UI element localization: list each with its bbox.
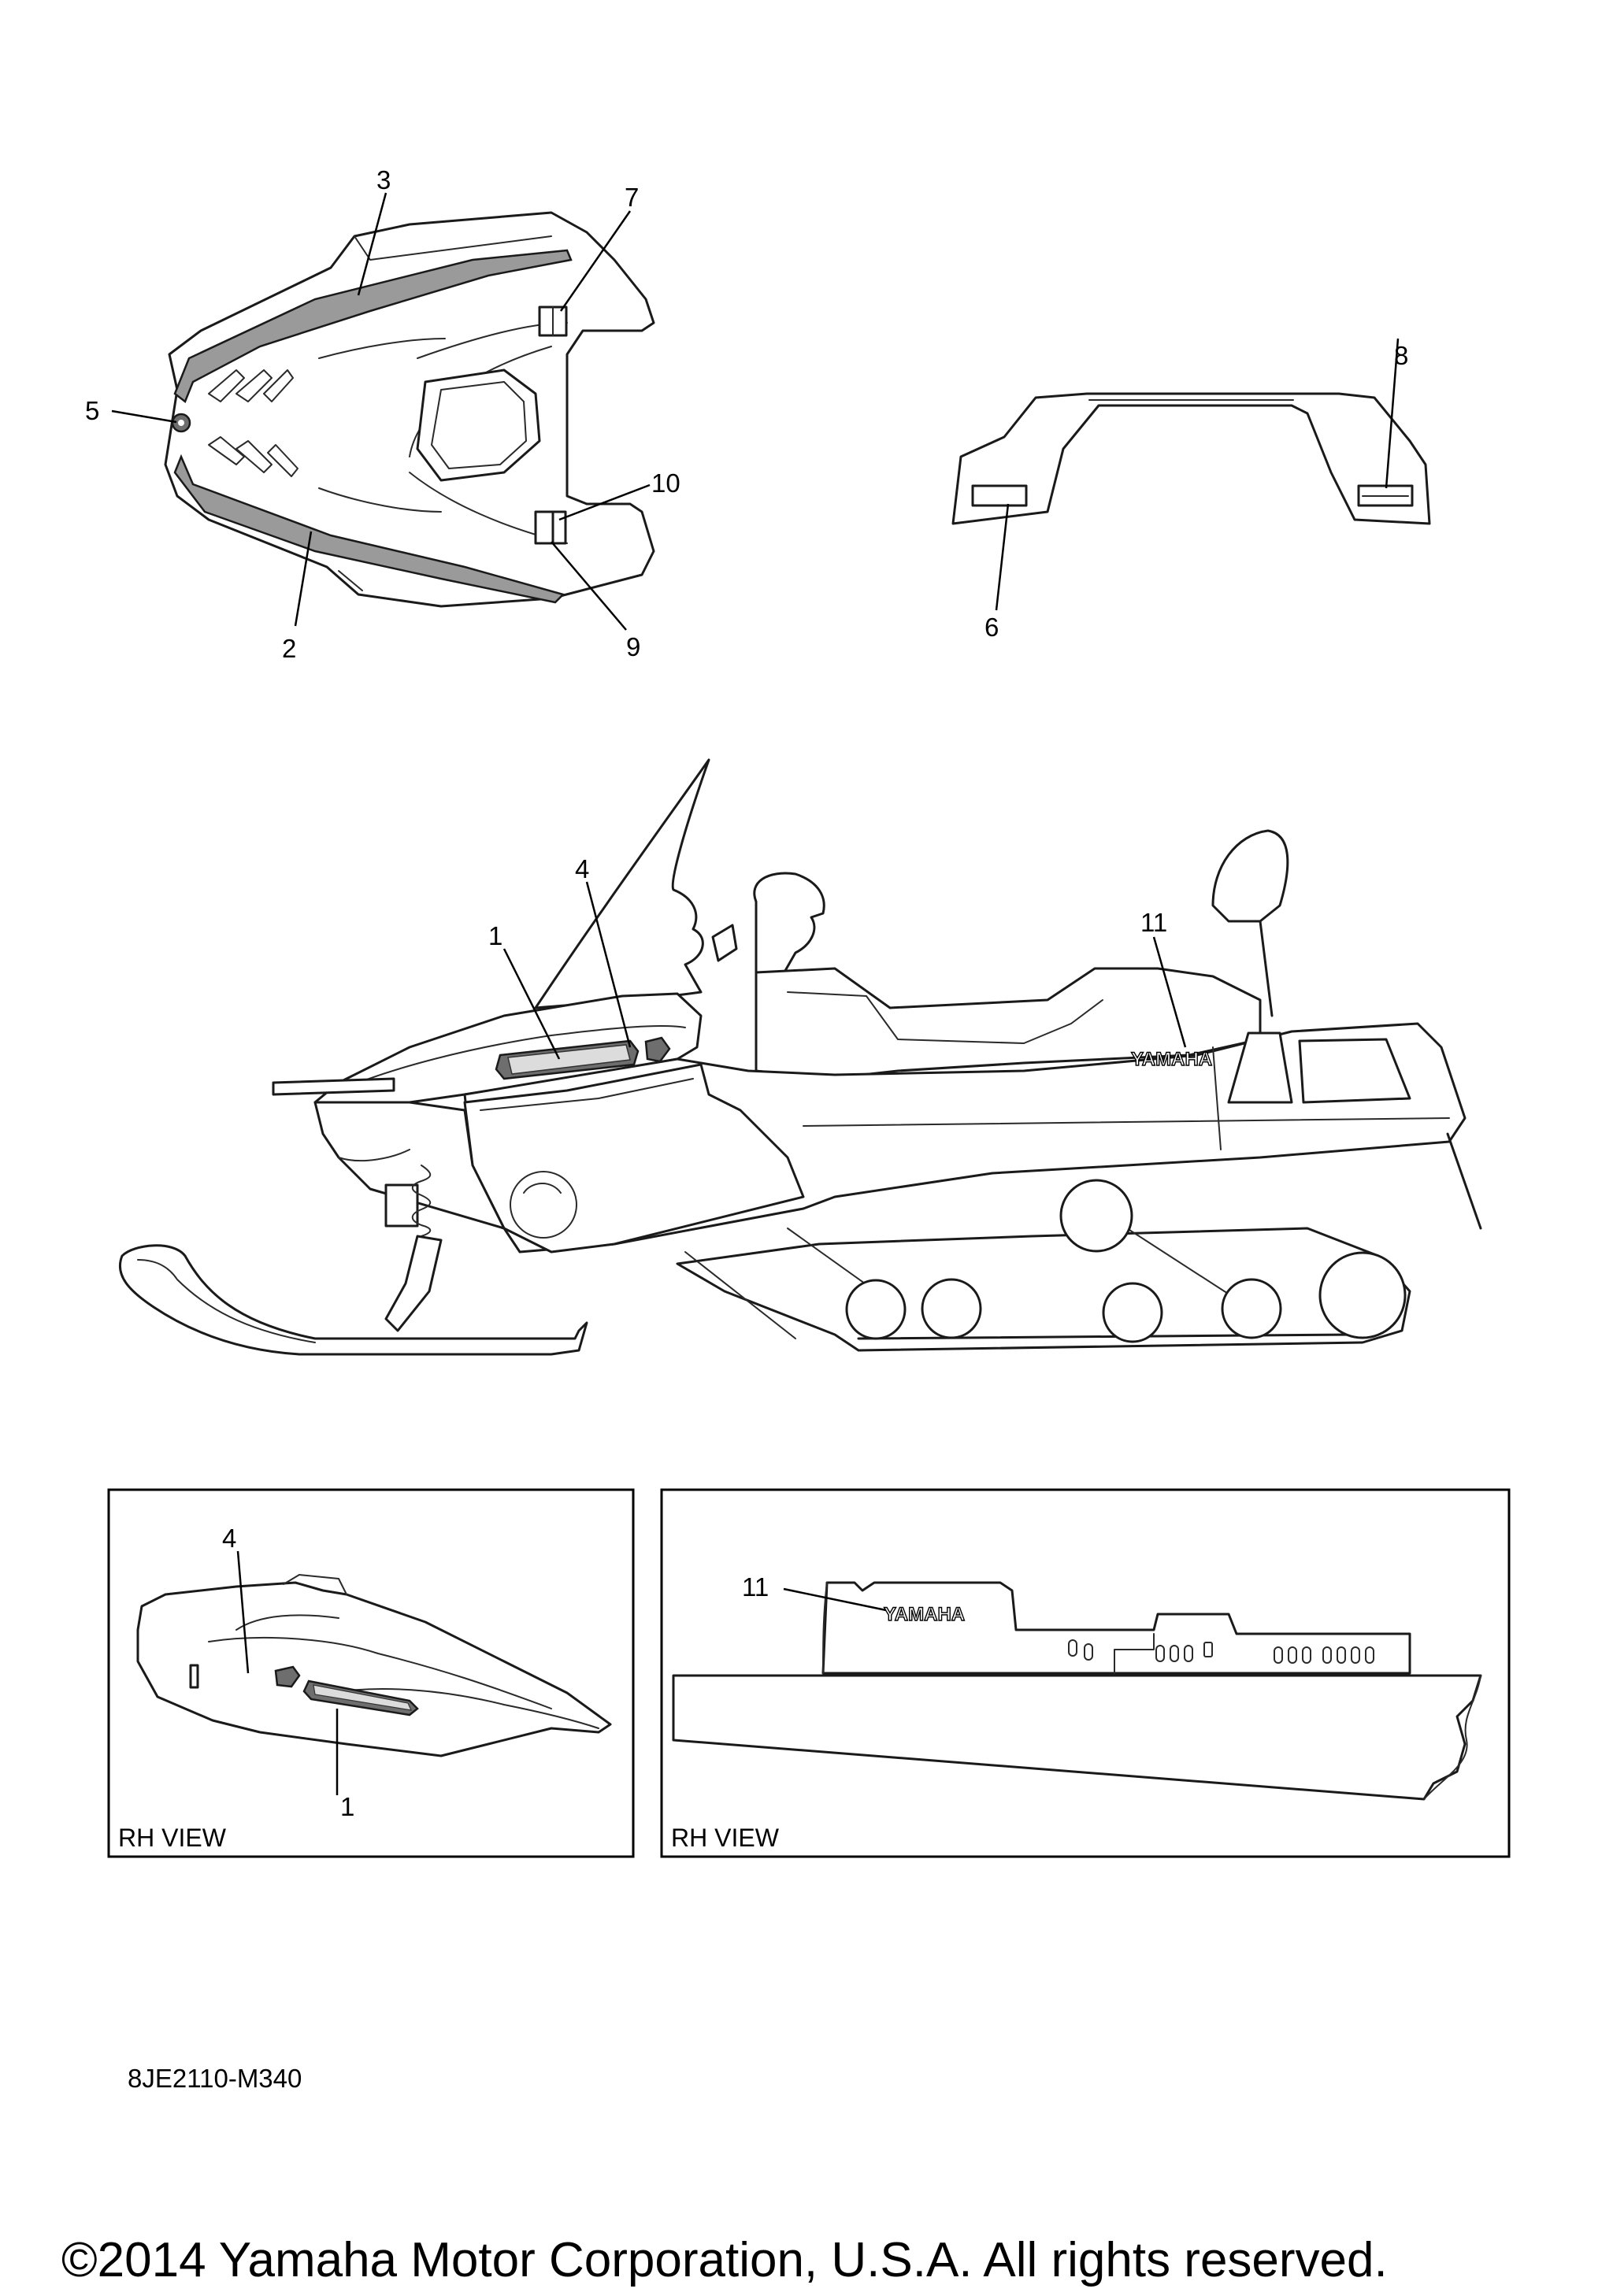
callout-11: 11 — [1140, 908, 1167, 937]
callout-9: 9 — [626, 632, 640, 661]
side-view-callouts: 4 1 11 — [488, 854, 1187, 1060]
inset-left: 4 1 RH VIEW — [107, 1488, 635, 1858]
decal-9 — [534, 510, 554, 545]
figure-code: 8JE2110-M340 — [128, 2064, 302, 2093]
rear-backrest — [1211, 829, 1289, 923]
copyright-notice: ©2014 Yamaha Motor Corporation, U.S.A. A… — [61, 2233, 1388, 2287]
inset-callout-4: 4 — [222, 1524, 236, 1553]
inset-callout-11: 11 — [742, 1572, 769, 1602]
decal-4 — [644, 1036, 671, 1063]
body-side-panel — [672, 1674, 1482, 1801]
windshield-opening — [416, 368, 541, 482]
hood-callouts: 3 7 5 10 9 2 — [85, 165, 680, 663]
callout-2: 2 — [282, 634, 296, 663]
rear-panel-callouts: 8 6 — [984, 338, 1408, 642]
ski — [118, 1244, 588, 1356]
decal-6 — [971, 484, 1028, 507]
callout-8: 8 — [1394, 341, 1408, 370]
rear-panel-view — [951, 392, 1431, 525]
inset-yamaha-decal-11: YAMAHA — [884, 1604, 965, 1625]
decal-10 — [551, 510, 567, 545]
upper-side-stripe — [173, 249, 573, 403]
windshield — [534, 758, 710, 1009]
callout-6: 6 — [984, 613, 999, 642]
callout-7: 7 — [625, 183, 639, 212]
inset-right-view-label: RH VIEW — [671, 1824, 780, 1852]
callout-4: 4 — [575, 854, 589, 883]
callout-3: 3 — [376, 165, 391, 194]
front-bumper — [272, 1077, 395, 1096]
inset-right: YAMAHA 11 RH VIEW — [660, 1488, 1511, 1858]
callout-5: 5 — [85, 396, 99, 425]
yamaha-decal-11: YAMAHA — [1131, 1049, 1212, 1070]
lower-side-stripe — [173, 454, 565, 604]
inset-left-frame — [107, 1488, 635, 1858]
callout-1: 1 — [488, 921, 502, 950]
inset-left-view-label: RH VIEW — [118, 1824, 227, 1852]
callout-10: 10 — [651, 468, 680, 498]
tail-section — [821, 1581, 1411, 1675]
inset-callout-1: 1 — [340, 1792, 354, 1821]
hood-top-view — [164, 211, 655, 608]
inset-decal-4 — [274, 1665, 301, 1688]
snowmobile-side-view: YAMAHA — [118, 758, 1482, 1356]
side-cowl — [136, 1581, 612, 1757]
inset-right-frame — [660, 1488, 1511, 1858]
